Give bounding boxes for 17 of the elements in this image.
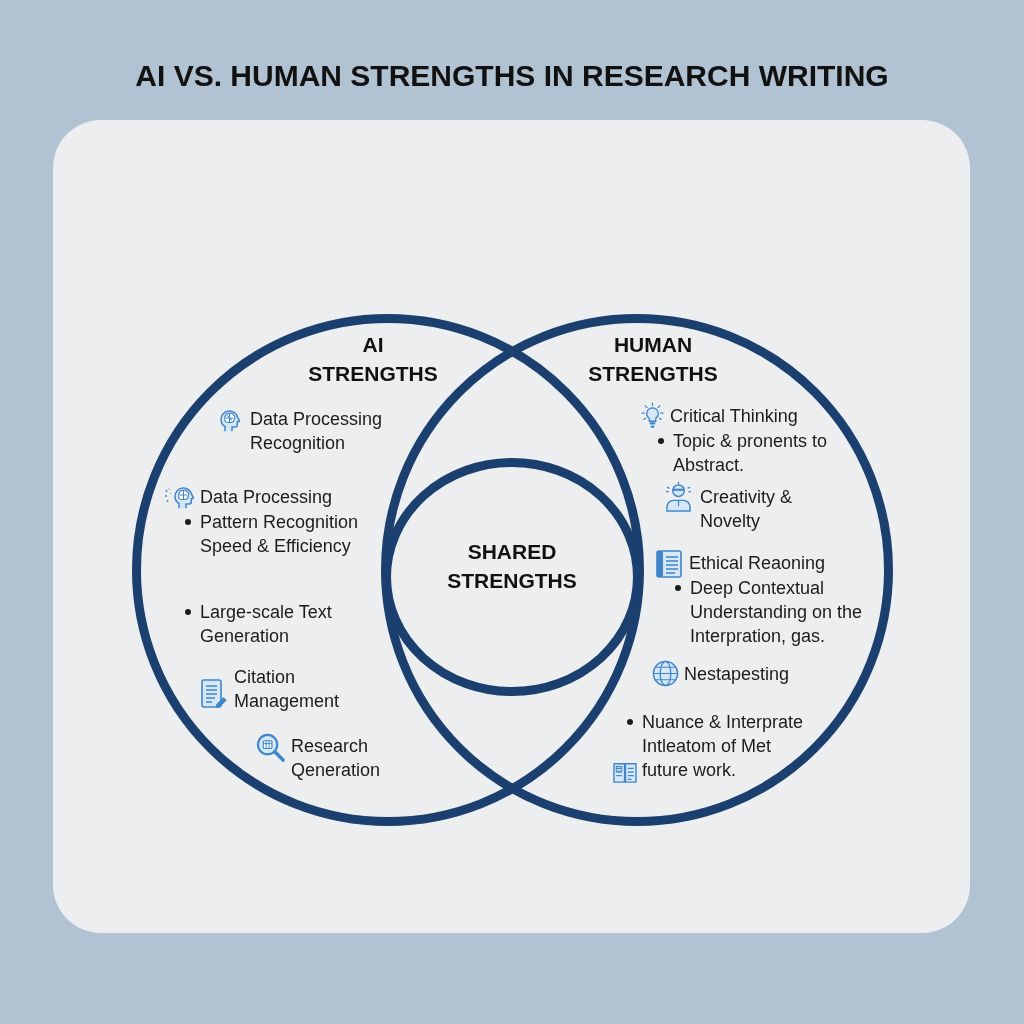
list-item-text: Nestapesting xyxy=(684,663,791,686)
list-item-text: Topic & pronents to Abstract. xyxy=(673,430,829,477)
list-item-text: Ethical Reaoning xyxy=(689,552,827,575)
list-item-text: Large-scale Text Generation xyxy=(200,601,333,648)
list-item-text: Data Processing xyxy=(200,486,334,509)
circle-heading: HUMAN STRENGTHS xyxy=(587,332,719,387)
list-item-text: Research Qeneration xyxy=(291,735,382,782)
circle-heading: SHARED STRENGTHS xyxy=(446,539,578,594)
list-item-text: Data Processing Recognition xyxy=(250,408,384,455)
circle-heading: AI STRENGTHS xyxy=(307,332,439,387)
list-item-text: Pattern Recognition Speed & Efficiency xyxy=(200,511,360,558)
list-item-text: Critical Thinking xyxy=(670,405,799,428)
list-item-text: Deep Contextual Understanding on the Interpration, gas. xyxy=(690,577,864,648)
diagram-title: AI VS. HUMAN STRENGTHS IN RESEARCH WRITING xyxy=(135,58,889,94)
list-item-text: Citation Management xyxy=(234,666,341,713)
list-item-text: Nuance & Interprate Intleatom of Met future work. xyxy=(642,711,805,782)
list-item-text: Creativity & Novelty xyxy=(700,486,794,533)
